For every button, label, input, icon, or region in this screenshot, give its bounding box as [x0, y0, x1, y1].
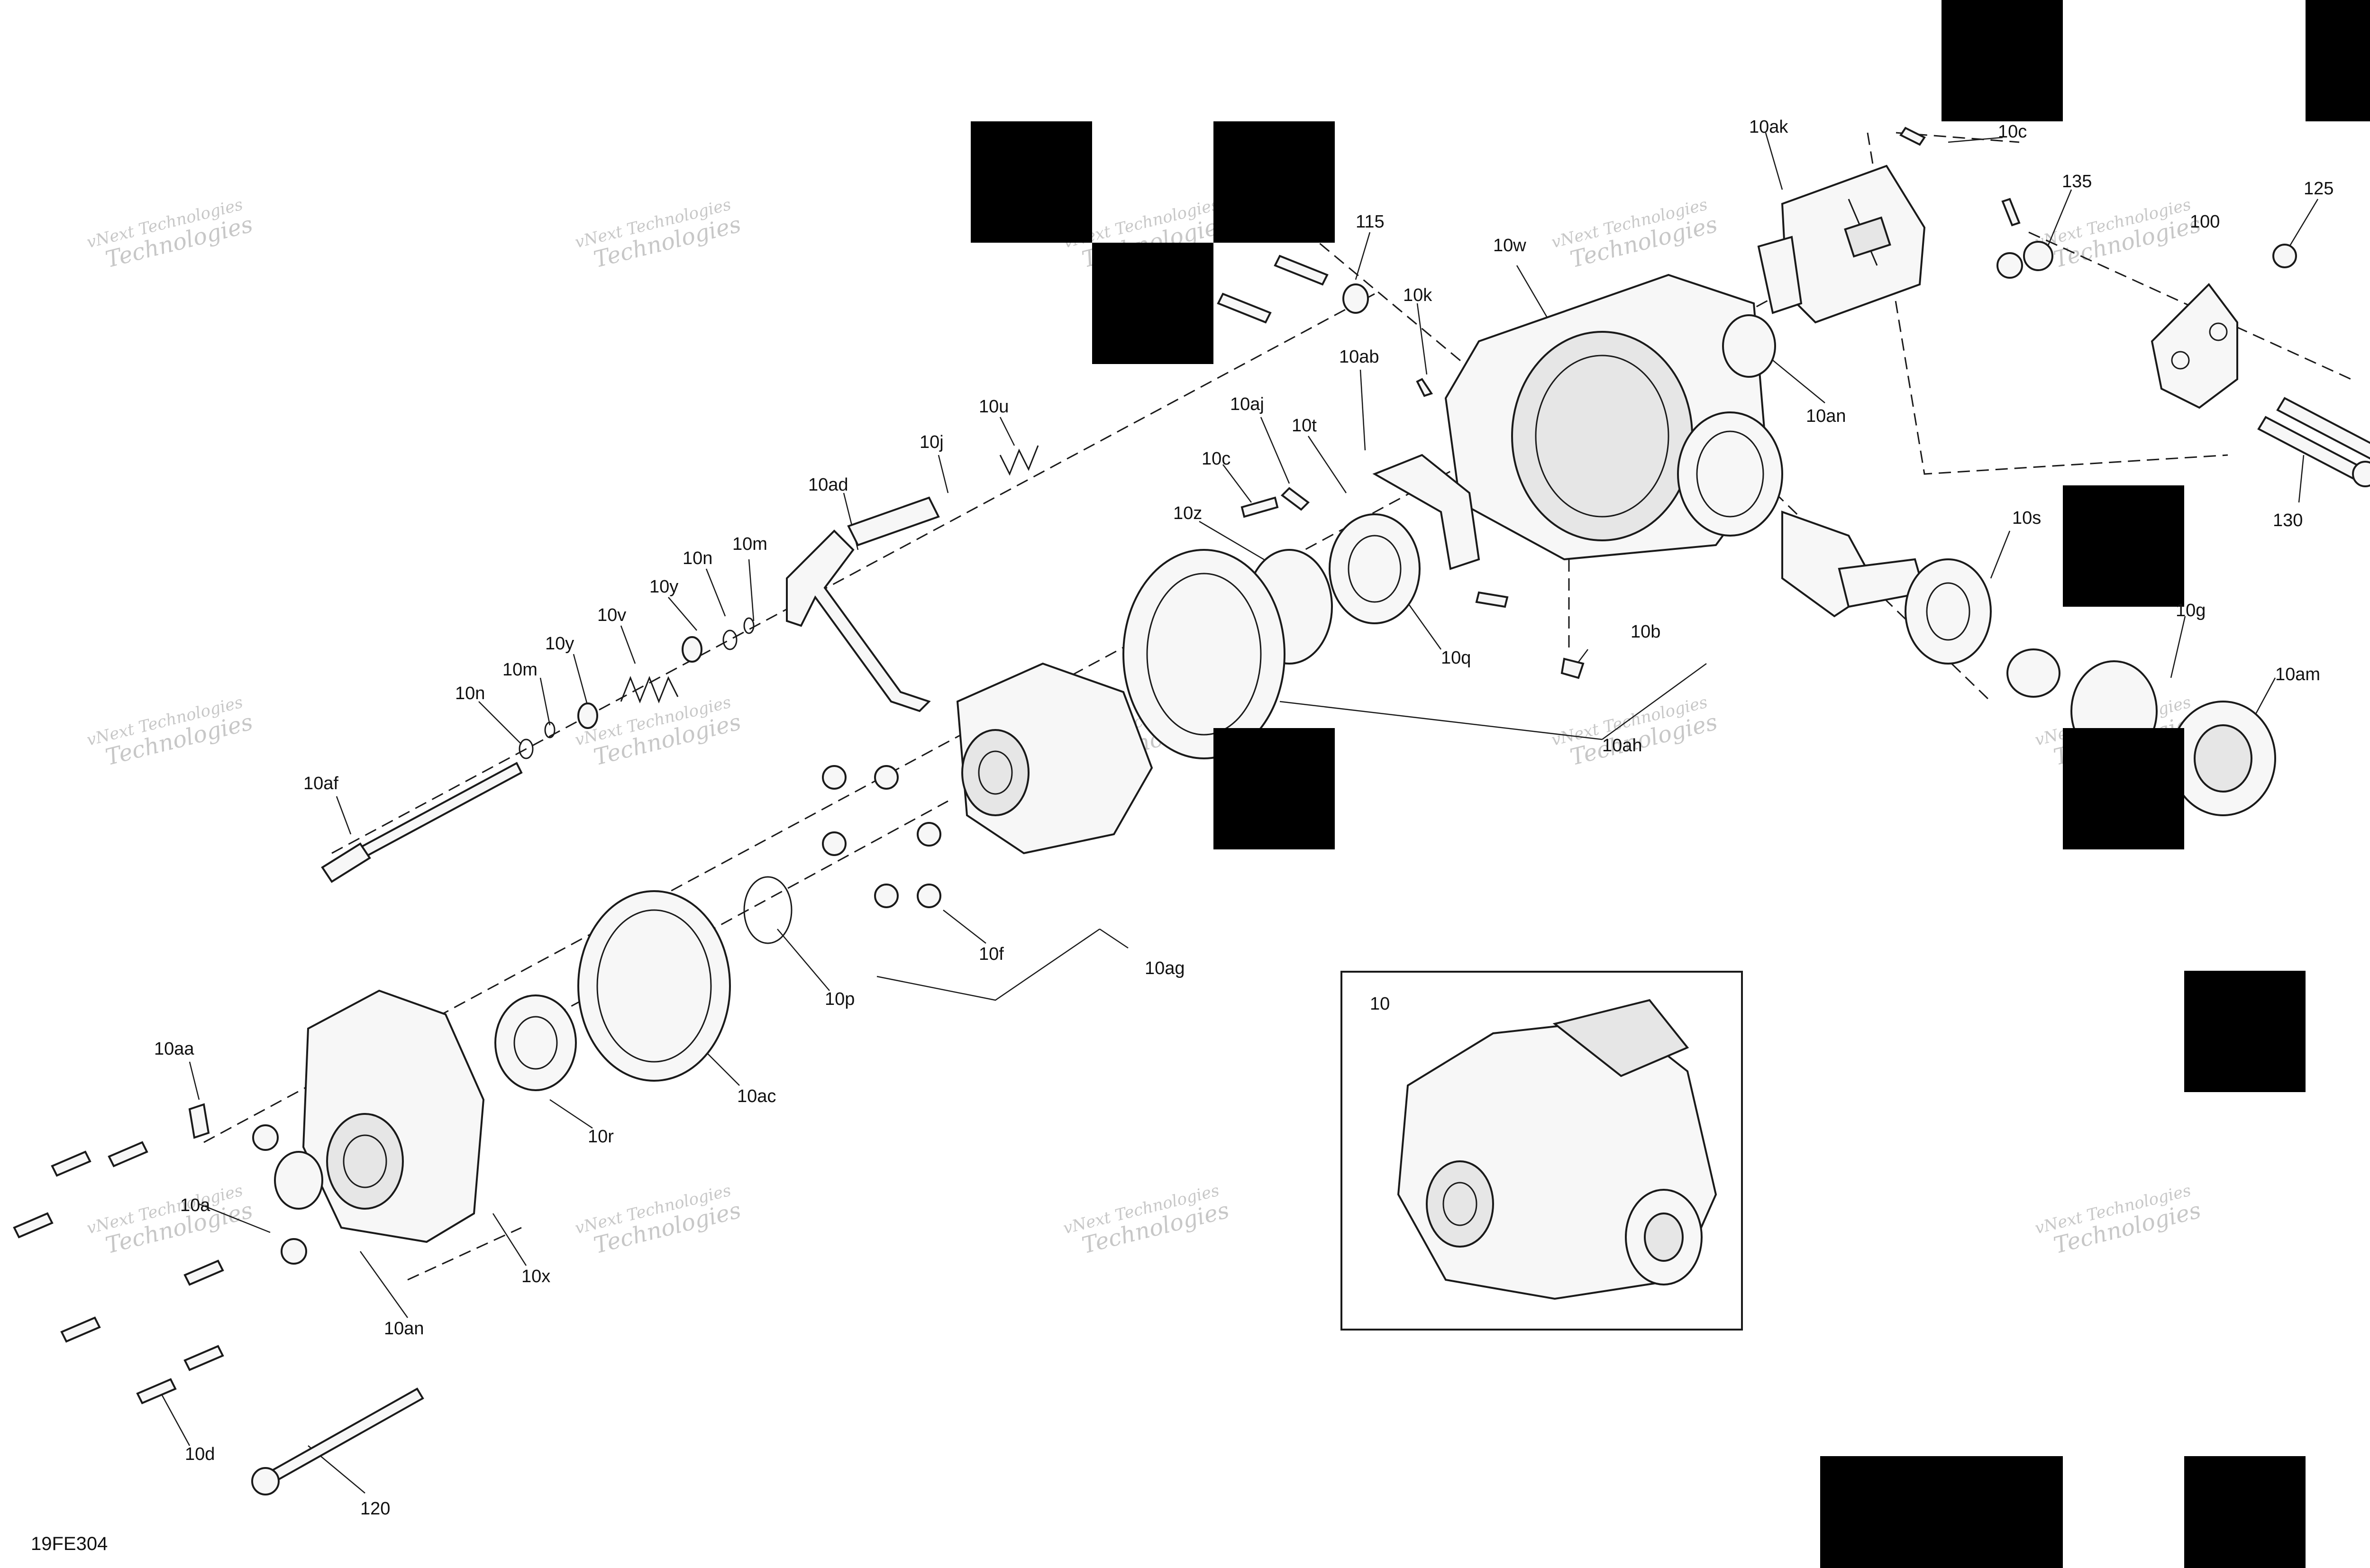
differential-case-part: [956, 662, 1153, 855]
callout-10n-top: 10n: [683, 548, 712, 568]
bushing-lower-part: [281, 1238, 307, 1265]
assembled-unit-artwork: [1397, 999, 1717, 1300]
pin-115-part: [1274, 255, 1329, 286]
callout-125: 125: [2304, 179, 2334, 199]
washer-135-part: [2023, 241, 2053, 271]
callout-10ab: 10ab: [1339, 347, 1379, 367]
callout-10z: 10z: [1173, 503, 1202, 523]
cover-bolts-part: [13, 1141, 224, 1404]
long-bolt-120-part: [251, 1387, 424, 1495]
washer-115-part: [1342, 283, 1369, 314]
callout-10w: 10w: [1493, 236, 1526, 255]
callout-10an-bot: 10an: [384, 1319, 424, 1339]
callout-130: 130: [2273, 511, 2303, 530]
shift-shaft-part: [321, 762, 523, 883]
bearing-10r-part: [494, 994, 577, 1091]
callout-10x: 10x: [521, 1267, 550, 1286]
callout-10ag: 10ag: [1145, 958, 1185, 978]
ring-gear-part: [1122, 549, 1285, 759]
callout-135: 135: [2062, 172, 2092, 191]
figure-id: 19FE304: [31, 1533, 108, 1554]
callout-10ah: 10ah: [1602, 736, 1642, 756]
spacer-10y-part: [577, 702, 598, 729]
spacer-10y-upper-part: [682, 636, 702, 663]
callout-10f: 10f: [979, 944, 1004, 964]
callout-10b: 10b: [1631, 622, 1660, 642]
o-ring-part: [743, 876, 793, 944]
callout-10t: 10t: [1292, 416, 1317, 436]
screw-10c-lower-part: [2001, 198, 2021, 227]
pinion-shaft-part: [1781, 511, 1926, 618]
redaction-blocks: [971, 0, 2370, 1568]
dowel-part: [1475, 591, 1509, 608]
callout-10m-bot: 10m: [502, 660, 538, 680]
pinion-nut-part: [2006, 648, 2060, 698]
plug-10b-part: [1560, 657, 1585, 679]
callout-10an-top: 10an: [1806, 406, 1846, 426]
assembled-view-inset: [1340, 971, 1743, 1331]
bearing-10q-part: [1329, 513, 1421, 624]
callout-10aj: 10aj: [1230, 394, 1264, 414]
callout-10c-top: 10c: [1998, 122, 2027, 142]
dowel-10k-part: [1416, 378, 1433, 397]
callout-10d: 10d: [185, 1444, 215, 1464]
bushing-part: [252, 1124, 279, 1151]
cover-ring-10ac-part: [577, 890, 731, 1082]
leader-lines: [160, 132, 2319, 1494]
bearing-10s-part: [1905, 558, 1992, 665]
screw-10c-part: [1899, 127, 1926, 146]
callout-10y-bot: 10y: [545, 634, 574, 654]
callout-10j: 10j: [920, 432, 944, 452]
end-cover-part: [302, 989, 485, 1243]
main-housing-part: [1444, 273, 1783, 561]
washer-part: [1996, 252, 2023, 279]
callout-10af: 10af: [303, 774, 338, 793]
spring-10v-part: [620, 675, 679, 704]
callout-10m-top: 10m: [732, 534, 767, 554]
callout-10a: 10a: [180, 1195, 210, 1215]
callout-120: 120: [360, 1499, 390, 1519]
spring-10u-part: [999, 445, 1039, 476]
parts-artwork: [13, 127, 2370, 1495]
callout-115: 115: [1356, 212, 1385, 232]
callout-10g: 10g: [2176, 601, 2206, 620]
callout-10ak: 10ak: [1749, 117, 1788, 137]
callout-10u: 10u: [979, 397, 1009, 417]
screw-10c-mid-part: [1240, 496, 1279, 518]
callout-10c-mid: 10c: [1202, 449, 1231, 469]
callout-100: 100: [2190, 212, 2220, 232]
seal-bottom-part: [274, 1151, 323, 1210]
callout-10k: 10k: [1403, 285, 1432, 305]
breather-fitting-part: [188, 1103, 210, 1139]
differential-bolts-part: [822, 765, 941, 908]
long-bolts-part: [2257, 397, 2370, 487]
callout-10q: 10q: [1441, 648, 1471, 668]
callout-10y-top: 10y: [649, 577, 678, 597]
seal-top-part: [1722, 314, 1776, 378]
callout-10ac: 10ac: [737, 1086, 776, 1106]
callout-10aa: 10aa: [154, 1039, 194, 1059]
shift-fork-10ad-part: [786, 496, 940, 712]
callout-10ad: 10ad: [808, 475, 848, 495]
callout-10s: 10s: [2012, 508, 2041, 528]
callout-10am: 10am: [2275, 665, 2320, 684]
callout-10r: 10r: [588, 1127, 614, 1147]
nut-125-part: [2272, 244, 2297, 268]
inset-label: 10: [1370, 994, 1390, 1014]
clip-10aj-part: [1280, 487, 1310, 511]
actuator-motor-part: [1757, 164, 1926, 324]
callout-labels: 10ak 10c 135 125 100 115 10w 10k 10ab 10…: [31, 117, 2334, 1554]
callout-10n-bot: 10n: [455, 684, 485, 703]
mounting-bracket-part: [2151, 283, 2238, 409]
pin-part: [1217, 292, 1272, 324]
shift-fork-10ab-part: [1372, 454, 1480, 570]
callout-10p: 10p: [825, 989, 855, 1009]
callout-10v: 10v: [597, 605, 626, 625]
